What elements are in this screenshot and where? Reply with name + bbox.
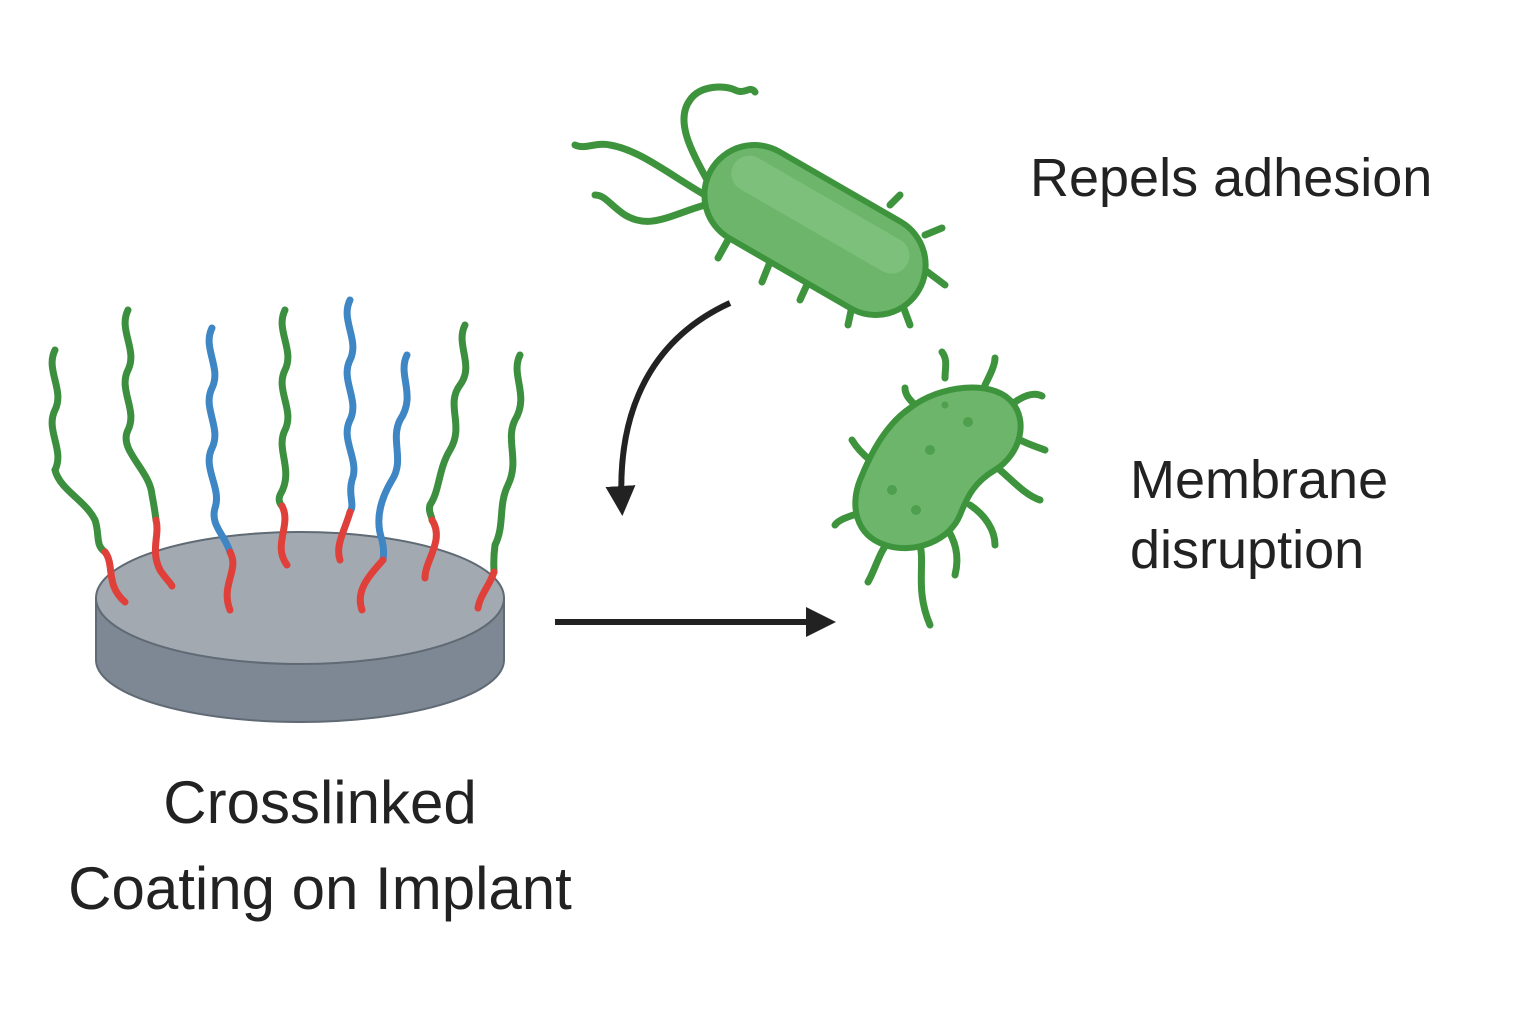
curved-arrow-icon <box>605 300 732 516</box>
polymer-chain-anchor <box>277 502 291 569</box>
polymer-chain <box>490 351 525 576</box>
polymer-chain-anchor <box>101 548 129 606</box>
label-repels-adhesion: Repels adhesion <box>1030 148 1433 208</box>
polymer-chain <box>343 296 358 516</box>
polymer-chain <box>48 346 109 556</box>
polymer-brushes <box>48 296 525 614</box>
polymer-chain <box>121 306 160 524</box>
label-crosslinked-coating: Crosslinked Coating on Implant <box>0 760 640 932</box>
polymer-chain-anchor <box>151 516 176 590</box>
polymer-chain-anchor <box>335 508 354 564</box>
label-membrane-disruption: Membrane disruption <box>1130 445 1388 585</box>
disrupted-bacterium-icon <box>831 348 1049 629</box>
polymer-chain <box>375 351 411 564</box>
implant-disc-icon <box>95 531 505 723</box>
polymer-chain <box>425 321 470 524</box>
label-coating-line2: Coating on Implant <box>68 855 572 922</box>
polymer-chain-anchor <box>223 548 237 614</box>
polymer-chain <box>205 324 234 556</box>
label-membrane-line2: disruption <box>1130 520 1365 580</box>
label-membrane-line1: Membrane <box>1130 450 1389 510</box>
polymer-chain-anchor <box>474 568 498 612</box>
polymer-chain-anchor <box>421 516 440 582</box>
rod-bacterium-icon <box>571 83 949 329</box>
label-coating-line1: Crosslinked <box>163 769 477 836</box>
polymer-chain-anchor <box>356 556 387 614</box>
polymer-chain <box>275 306 292 510</box>
